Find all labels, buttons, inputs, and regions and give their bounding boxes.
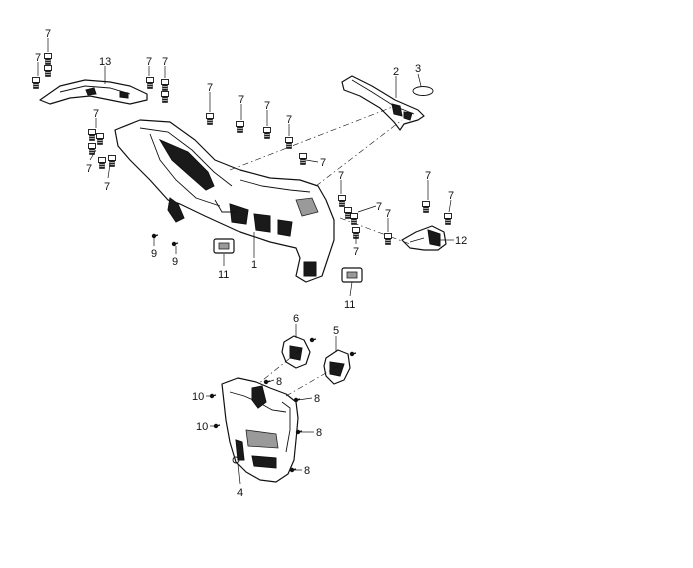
callout-7: 7 (425, 170, 431, 182)
callout-3: 3 (415, 63, 421, 75)
callout-7: 7 (207, 82, 213, 94)
callout-1: 1 (251, 259, 257, 271)
part-13-bracket (39, 79, 148, 105)
part-12-bracket (401, 225, 447, 251)
part-4-lower-panel (221, 377, 299, 483)
callout-9: 9 (172, 256, 178, 268)
callout-7: 7 (385, 208, 391, 220)
callout-7: 7 (353, 246, 359, 258)
callout-10: 10 (192, 391, 204, 403)
callout-7: 7 (448, 190, 454, 202)
callout-6: 6 (293, 313, 299, 325)
callout-7: 7 (162, 56, 168, 68)
callout-7: 7 (45, 28, 51, 40)
callout-8: 8 (314, 393, 320, 405)
callout-7: 7 (35, 52, 41, 64)
part-5-bracket (323, 349, 351, 385)
callout-7: 7 (376, 201, 382, 213)
part-11-pad-right (341, 267, 363, 283)
callout-13: 13 (99, 56, 111, 68)
callout-labels: 7 7 13 7 7 7 7 7 7 7 7 7 7 7 7 7 7 7 7 1… (35, 28, 467, 499)
callout-2: 2 (393, 66, 399, 78)
callout-7: 7 (264, 100, 270, 112)
leader-lines (37, 38, 454, 485)
part-6-bracket (281, 335, 311, 369)
part-1-main-frame (114, 119, 335, 283)
callout-7: 7 (238, 94, 244, 106)
callout-7: 7 (86, 163, 92, 175)
callout-7: 7 (104, 181, 110, 193)
callout-10: 10 (196, 421, 208, 433)
callout-7: 7 (93, 108, 99, 120)
callout-7: 7 (286, 114, 292, 126)
callout-8: 8 (276, 376, 282, 388)
callout-9: 9 (151, 248, 157, 260)
callout-7: 7 (146, 56, 152, 68)
callout-5: 5 (333, 325, 339, 337)
callout-7: 7 (338, 170, 344, 182)
callout-12: 12 (455, 235, 467, 247)
callout-8: 8 (304, 465, 310, 477)
part-11-pad-left (213, 238, 235, 254)
callout-11: 11 (344, 299, 355, 311)
part-3-o-ring (412, 86, 434, 96)
callout-4: 4 (237, 487, 243, 499)
assembly-center-lines (229, 105, 411, 397)
callout-7: 7 (320, 157, 326, 169)
callout-11: 11 (218, 269, 229, 281)
callout-8: 8 (316, 427, 322, 439)
part-2-cover (341, 75, 425, 131)
